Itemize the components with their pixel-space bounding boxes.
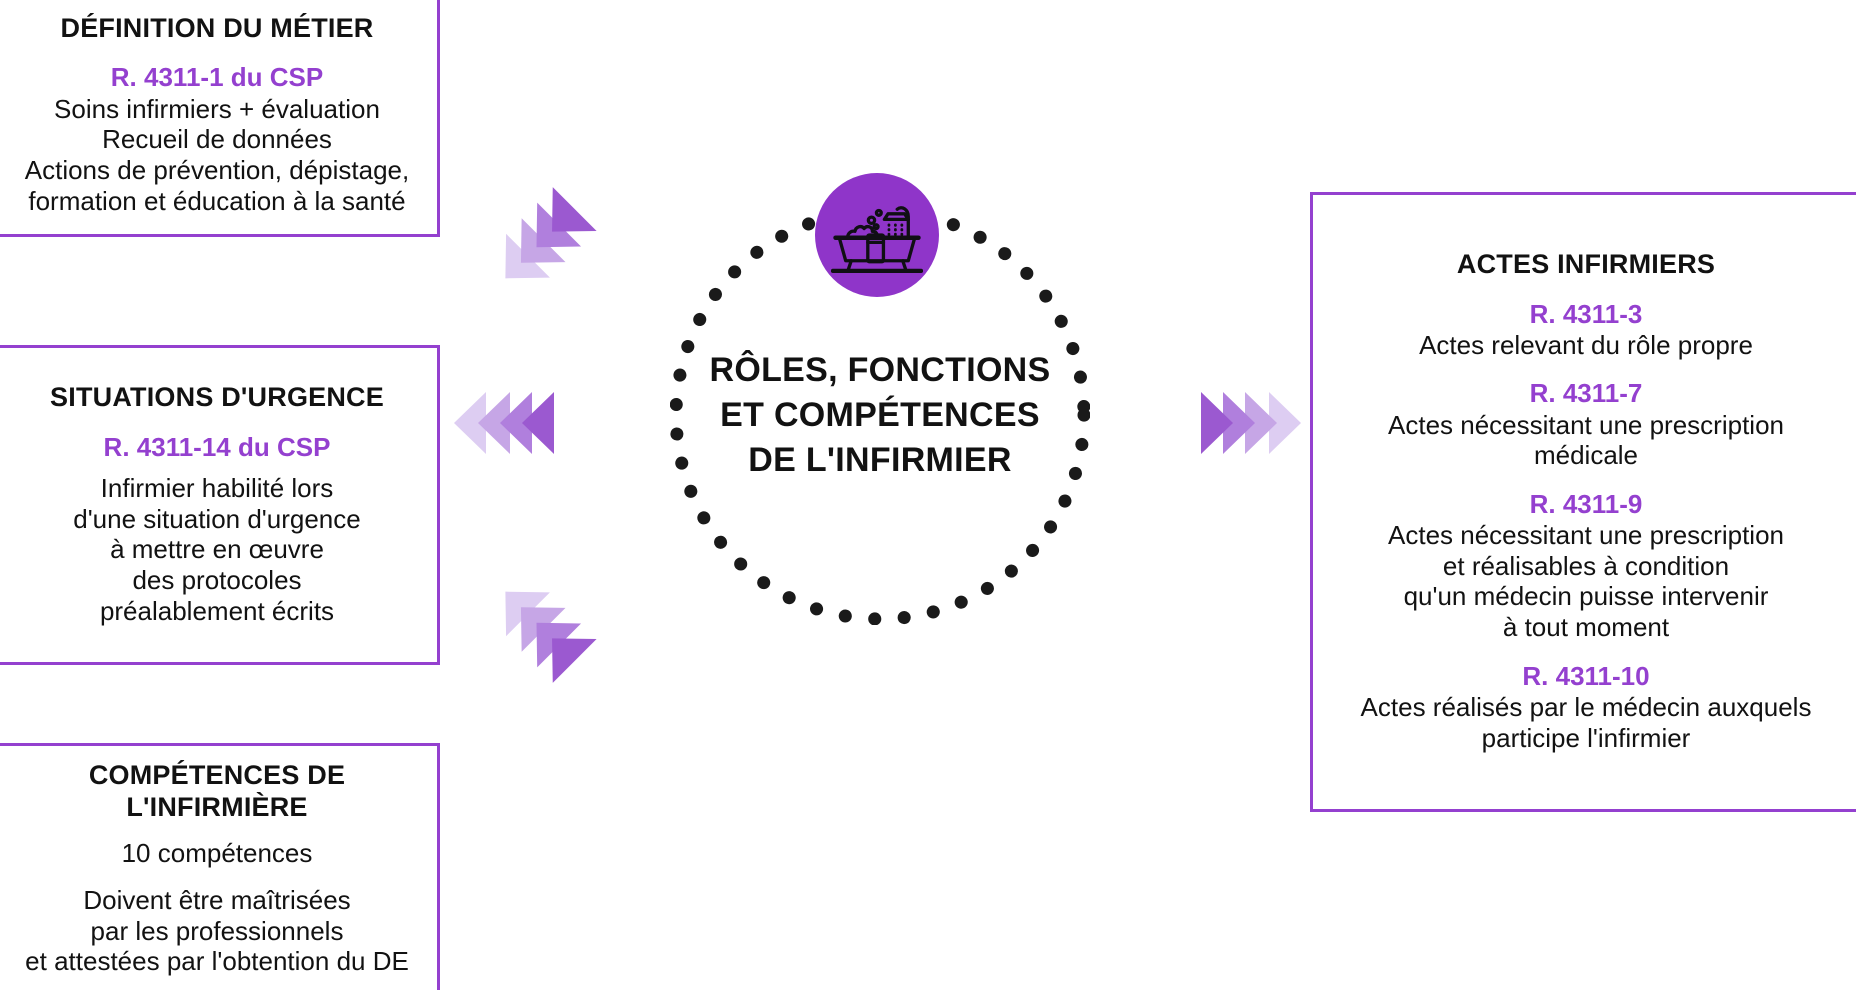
actes-entry-1-line-1: Actes relevant du rôle propre: [1419, 329, 1753, 360]
bathtub-shower-icon: [831, 206, 923, 273]
box-definition-line-3: Actions de prévention, dépistage,: [24, 155, 410, 186]
dotted-circle-ring: [670, 205, 1090, 625]
center-title-line-1: RÔLES, FONCTIONS: [709, 351, 1051, 389]
actes-entry-3-reference: R. 4311-9: [1529, 488, 1643, 519]
chevrons-down-left-icon: [492, 550, 622, 683]
box-competences-line-3: et attestées par l'obtention du DE: [25, 946, 409, 977]
box-urgence-line-3: à mettre en œuvre: [110, 534, 324, 565]
chevrons-up-left-icon: [492, 187, 622, 320]
box-urgence-line-2: d'une situation d'urgence: [73, 503, 361, 534]
box-urgence-line-4: des protocoles: [132, 564, 302, 595]
box-definition-line-1: Soins infirmiers + évaluation: [54, 93, 380, 124]
box-urgence-line-1: Infirmier habilité lors: [100, 472, 334, 503]
chevrons-left-icon: [452, 392, 556, 454]
actes-entry-2-line-2: médicale: [1533, 440, 1639, 471]
actes-entry-4-line-2: participe l'infirmier: [1481, 722, 1691, 753]
bathtub-shower-icon-badge: [815, 173, 939, 297]
box-actes-title: ACTES INFIRMIERS: [1456, 248, 1716, 279]
box-competences-count: 10 compétences: [121, 838, 313, 869]
page-title: RÔLES, FONCTIONS ET COMPÉTENCES DE L'INF…: [598, 348, 1162, 483]
box-competences-infirmiere: COMPÉTENCES DE L'INFIRMIÈRE 10 compétenc…: [0, 743, 440, 990]
box-definition-title: DÉFINITION DU MÉTIER: [60, 12, 374, 43]
actes-entry-2-reference: R. 4311-7: [1529, 378, 1643, 409]
box-definition-line-2: Recueil de données: [102, 124, 332, 155]
center-title-line-3: DE L'INFIRMIER: [748, 440, 1012, 479]
box-actes-infirmiers: ACTES INFIRMIERS R. 4311-3 Actes relevan…: [1310, 192, 1856, 812]
chevrons-right-icon: [1199, 392, 1303, 454]
actes-entry-1-reference: R. 4311-3: [1529, 298, 1643, 329]
actes-entry-3-line-2: et réalisables à condition: [1442, 550, 1730, 581]
box-competences-title: COMPÉTENCES DE L'INFIRMIÈRE: [88, 760, 346, 822]
box-definition-line-4: formation et éducation à la santé: [28, 185, 406, 216]
box-urgence-reference: R. 4311-14 du CSP: [103, 431, 331, 462]
actes-entry-3-line-4: à tout moment: [1502, 612, 1670, 643]
box-definition-du-metier: DÉFINITION DU MÉTIER R. 4311-1 du CSP So…: [0, 0, 440, 237]
box-competences-line-2: par les professionnels: [90, 915, 344, 946]
box-urgence-line-5: préalablement écrits: [99, 595, 335, 626]
box-situations-urgence: SITUATIONS D'URGENCE R. 4311-14 du CSP I…: [0, 345, 440, 665]
actes-entry-4-line-1: Actes réalisés par le médecin auxquels: [1360, 691, 1812, 722]
box-definition-reference: R. 4311-1 du CSP: [110, 62, 324, 93]
box-urgence-title: SITUATIONS D'URGENCE: [50, 381, 384, 412]
box-competences-line-1: Doivent être maîtrisées: [83, 884, 351, 915]
actes-entry-2-line-1: Actes nécessitant une prescription: [1388, 409, 1784, 440]
center-title-line-2: ET COMPÉTENCES: [720, 395, 1040, 434]
actes-entry-3-line-3: qu'un médecin puisse intervenir: [1403, 581, 1769, 612]
actes-entry-4-reference: R. 4311-10: [1522, 660, 1650, 691]
actes-entry-3-line-1: Actes nécessitant une prescription: [1388, 520, 1784, 551]
